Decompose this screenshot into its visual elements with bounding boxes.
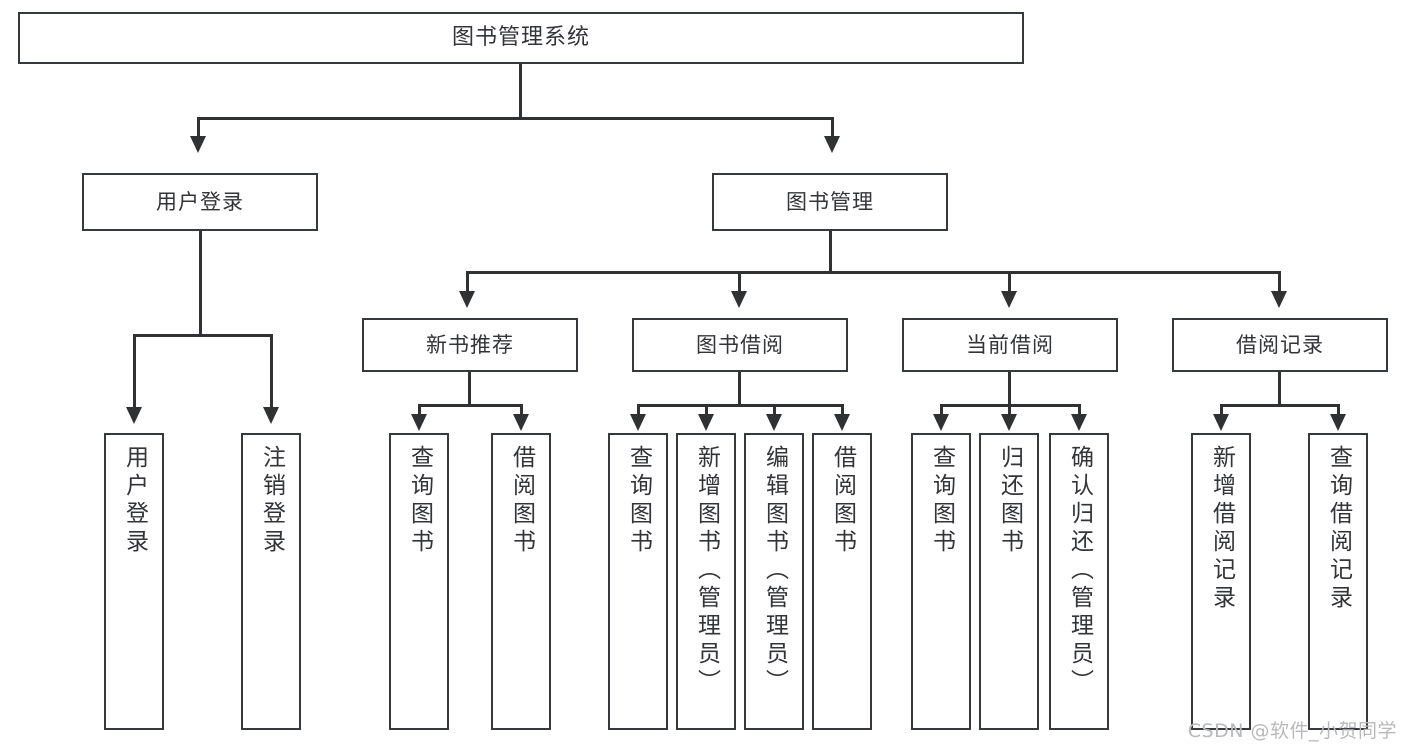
arrow-currentborrow-to-leaf1 <box>933 414 949 431</box>
watermark: CSDN @软件_小贺同学 <box>1187 720 1397 742</box>
node-label: 图书管理 <box>786 189 874 214</box>
arrow-login-to-leaf1 <box>126 407 142 424</box>
arrow-bookmgmt-to-borrow <box>731 291 747 308</box>
leaf-logout[interactable]: 注销登录 <box>241 433 301 730</box>
connector-borrowrecord-bus <box>1220 404 1340 407</box>
node-label: 新增借阅记录 <box>1208 445 1235 613</box>
node-current-borrow[interactable]: 当前借阅 <box>902 318 1118 372</box>
leaf-add-book-admin[interactable]: 新增图书（管理员） <box>676 433 736 730</box>
arrow-bookborrow-to-leaf3 <box>766 414 782 431</box>
connector-borrowrecord-stem <box>1278 372 1281 406</box>
arrow-currentborrow-to-leaf3 <box>1071 414 1087 431</box>
arrow-bookmgmt-to-new <box>459 291 475 308</box>
arrow-newbook-to-leaf1 <box>411 414 427 431</box>
connector-bookmgmt-to-current <box>1008 271 1011 293</box>
leaf-query-borrow-record[interactable]: 查询借阅记录 <box>1308 433 1368 730</box>
connector-borrowrecord-to-leaf1 <box>1220 404 1223 417</box>
arrow-login-to-leaf2 <box>263 407 279 424</box>
node-user-login[interactable]: 用户登录 <box>82 173 318 231</box>
leaf-borrow-book[interactable]: 借阅图书 <box>812 433 872 730</box>
leaf-return-book[interactable]: 归还图书 <box>979 433 1039 730</box>
connector-bookmgmt-to-record <box>1278 271 1281 293</box>
connector-currentborrow-to-leaf3 <box>1078 404 1081 417</box>
connector-root-stem <box>519 64 522 119</box>
node-label: 借阅记录 <box>1236 332 1324 357</box>
node-label: 注销登录 <box>258 445 285 557</box>
connector-currentborrow-to-leaf1 <box>940 404 943 417</box>
connector-bookmgmt-to-borrow <box>738 271 741 293</box>
arrow-borrowrecord-to-leaf1 <box>1213 414 1229 431</box>
arrow-root-to-login <box>190 136 206 153</box>
node-label: 查询图书 <box>625 445 652 557</box>
node-label: 当前借阅 <box>966 332 1054 357</box>
arrow-bookmgmt-to-record <box>1271 291 1287 308</box>
connector-currentborrow-stem <box>1008 372 1011 406</box>
node-label: 查询图书 <box>406 445 433 557</box>
connector-borrowrecord-to-leaf2 <box>1337 404 1340 417</box>
leaf-borrow-book-recommend[interactable]: 借阅图书 <box>491 433 551 730</box>
connector-newbook-to-leaf2 <box>520 404 523 417</box>
connector-newbook-to-leaf1 <box>418 404 421 417</box>
connector-currentborrow-to-leaf2 <box>1008 404 1011 417</box>
node-book-management[interactable]: 图书管理 <box>712 173 948 231</box>
connector-root-to-bookmgmt <box>831 117 834 139</box>
connector-bookborrow-to-leaf4 <box>841 404 844 417</box>
arrow-newbook-to-leaf2 <box>513 414 529 431</box>
leaf-user-login[interactable]: 用户登录 <box>104 433 164 730</box>
node-label: 确认归还（管理员） <box>1066 445 1093 697</box>
node-root-system[interactable]: 图书管理系统 <box>18 12 1024 64</box>
leaf-query-book-recommend[interactable]: 查询图书 <box>389 433 449 730</box>
arrow-bookmgmt-to-current <box>1001 291 1017 308</box>
node-label: 图书管理系统 <box>451 25 590 51</box>
node-label: 编辑图书（管理员） <box>761 445 788 697</box>
leaf-edit-book-admin[interactable]: 编辑图书（管理员） <box>744 433 804 730</box>
connector-login-to-leaf2 <box>270 334 273 410</box>
connector-bookborrow-to-leaf2 <box>705 404 708 417</box>
leaf-add-borrow-record[interactable]: 新增借阅记录 <box>1191 433 1251 730</box>
connector-bookborrow-stem <box>738 372 741 406</box>
leaf-query-book-borrow[interactable]: 查询图书 <box>608 433 668 730</box>
connector-root-to-login <box>197 117 200 139</box>
connector-root-bus <box>197 117 834 120</box>
arrow-bookborrow-to-leaf1 <box>630 414 646 431</box>
node-label: 新增图书（管理员） <box>693 445 720 697</box>
node-borrow-record[interactable]: 借阅记录 <box>1172 318 1388 372</box>
arrow-bookborrow-to-leaf2 <box>698 414 714 431</box>
node-label: 用户登录 <box>156 189 244 214</box>
node-label: 新书推荐 <box>426 332 514 357</box>
arrow-currentborrow-to-leaf2 <box>1001 414 1017 431</box>
connector-bookborrow-to-leaf1 <box>637 404 640 417</box>
arrow-bookborrow-to-leaf4 <box>834 414 850 431</box>
node-label: 用户登录 <box>121 445 148 557</box>
arrow-borrowrecord-to-leaf2 <box>1330 414 1346 431</box>
node-label: 归还图书 <box>996 445 1023 557</box>
leaf-query-book-current[interactable]: 查询图书 <box>911 433 971 730</box>
connector-bookmgmt-to-new <box>466 271 469 293</box>
connector-newbook-stem <box>468 372 471 406</box>
leaf-confirm-return-admin[interactable]: 确认归还（管理员） <box>1049 433 1109 730</box>
connector-bookborrow-to-leaf3 <box>773 404 776 417</box>
node-label: 图书借阅 <box>696 332 784 357</box>
node-label: 查询图书 <box>928 445 955 557</box>
connector-login-bus <box>133 334 273 337</box>
node-label: 借阅图书 <box>829 445 856 557</box>
connector-newbook-bus <box>418 404 523 407</box>
connector-bookmgmt-stem <box>829 231 832 273</box>
connector-login-stem <box>199 231 202 336</box>
arrow-root-to-bookmgmt <box>824 136 840 153</box>
node-new-book-recommend[interactable]: 新书推荐 <box>362 318 578 372</box>
connector-bookmgmt-bus <box>466 271 1281 274</box>
connector-bookborrow-bus <box>637 404 843 407</box>
node-label: 查询借阅记录 <box>1325 445 1352 613</box>
node-book-borrow[interactable]: 图书借阅 <box>632 318 848 372</box>
node-label: 借阅图书 <box>508 445 535 557</box>
connector-login-to-leaf1 <box>133 334 136 410</box>
